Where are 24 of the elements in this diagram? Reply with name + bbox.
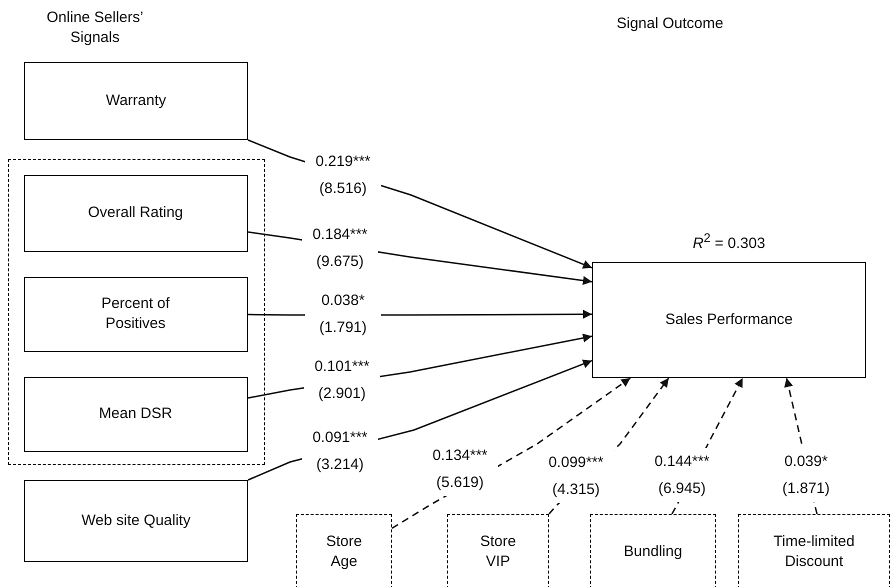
- node-label: Time-limited Discount: [772, 532, 856, 572]
- node-label: Warranty: [104, 91, 168, 111]
- node-label: Store VIP: [479, 532, 517, 572]
- node-label: Overall Rating: [86, 203, 184, 223]
- moderator-box: [447, 514, 549, 587]
- node-label: Store Age: [325, 532, 363, 572]
- construct-box: [24, 276, 248, 352]
- moderator-box: [296, 514, 392, 587]
- node-label: Percent of Positives: [100, 294, 171, 334]
- moderator-box: [738, 514, 890, 587]
- construct-box: [592, 262, 866, 378]
- column-heading: Signal Outcome: [616, 14, 724, 34]
- construct-box: [24, 174, 248, 252]
- column-heading: Online Sellers’ Signals: [46, 8, 144, 48]
- node-label: Web site Quality: [80, 511, 192, 531]
- r-squared-label: R$^{2}$ = 0.303: [692, 230, 766, 254]
- node-label: Mean DSR: [98, 404, 174, 424]
- construct-box: [24, 62, 248, 140]
- construct-box: [24, 480, 248, 562]
- node-label: Bundling: [622, 542, 684, 562]
- construct-box: [24, 376, 248, 452]
- moderator-box: [590, 514, 716, 587]
- node-label: Sales Performance: [664, 310, 794, 330]
- group-box: [8, 159, 265, 465]
